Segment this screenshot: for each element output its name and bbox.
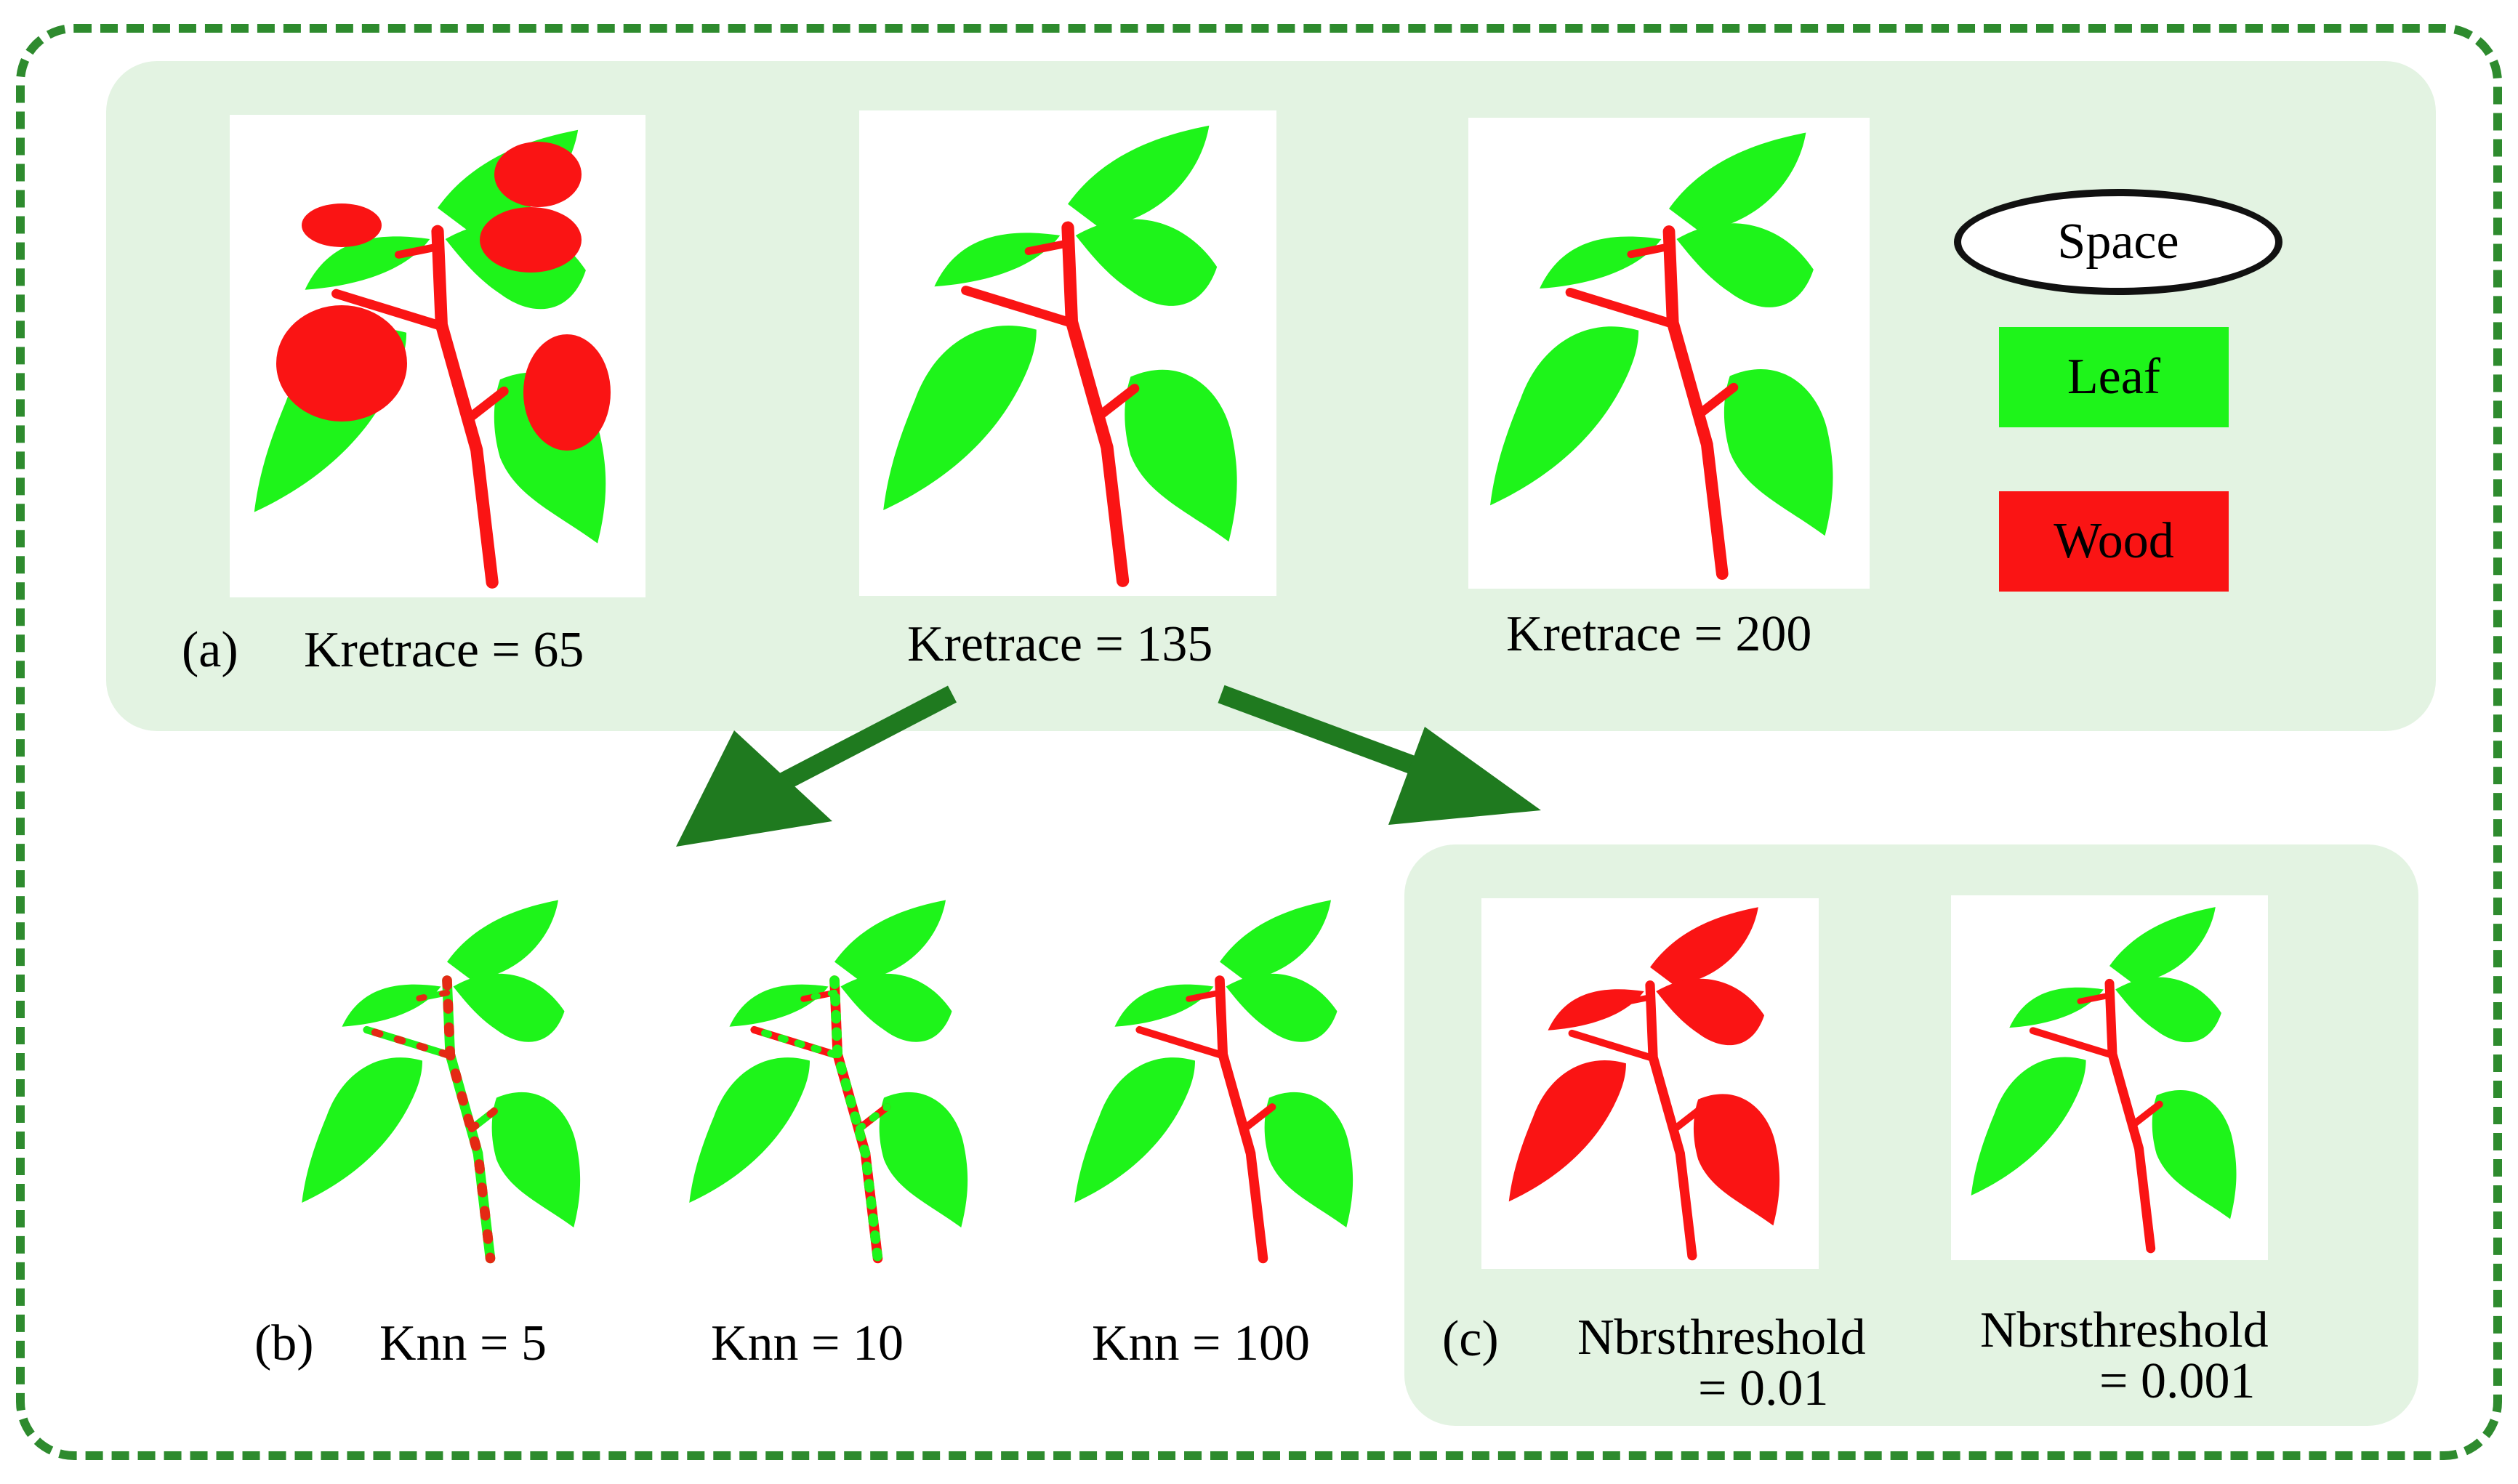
caption-b1: Knn = 5 — [379, 1315, 547, 1371]
plant-c1 — [1508, 907, 1780, 1255]
plant-a1 — [254, 129, 611, 583]
plant-c2 — [1971, 907, 2237, 1249]
caption-c2-line1: Nbrsthreshold — [1980, 1302, 2269, 1358]
caption-b2: Knn = 10 — [711, 1315, 904, 1371]
panel-a-label: (a) — [182, 622, 238, 678]
legend-space: Space — [1954, 189, 2282, 295]
arrow-to-b — [676, 685, 957, 847]
caption-c1-line2: = 0.01 — [1698, 1360, 1829, 1416]
plant-b1 — [302, 900, 581, 1259]
caption-b3: Knn = 100 — [1092, 1315, 1311, 1371]
arrow-to-c — [1218, 685, 1541, 825]
plant-a3 — [1490, 132, 1833, 573]
panel-b-label: (b) — [254, 1315, 314, 1371]
legend-leaf-label: Leaf — [2067, 349, 2161, 405]
plant-b2 — [689, 900, 968, 1259]
plant-b3 — [1074, 900, 1353, 1259]
legend-space-label: Space — [2057, 214, 2179, 270]
legend-leaf: Leaf — [1999, 327, 2229, 427]
plant-a2 — [883, 125, 1237, 581]
legend-wood: Wood — [1999, 491, 2229, 592]
dashed-border — [16, 24, 2502, 1460]
caption-a3: Kretrace = 200 — [1506, 606, 1812, 662]
caption-c2-line2: = 0.001 — [2099, 1353, 2256, 1409]
caption-c1-line1: Nbrsthreshold — [1577, 1310, 1866, 1366]
panel-c-label: (c) — [1442, 1311, 1499, 1367]
caption-a1: Kretrace = 65 — [304, 622, 584, 678]
legend-wood-label: Wood — [2054, 513, 2174, 569]
caption-a2: Kretrace = 135 — [907, 616, 1213, 672]
